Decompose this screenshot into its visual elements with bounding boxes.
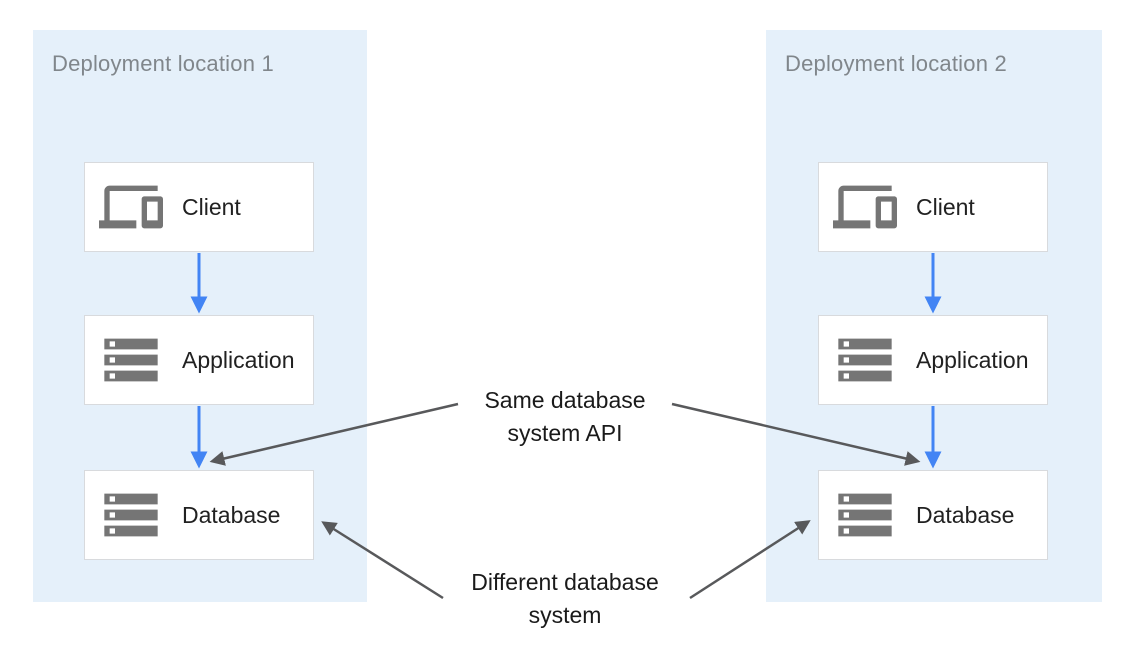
node-label: Application [182,346,295,373]
node-label: Client [916,193,975,220]
storage-icon [833,483,897,547]
panel-title-2: Deployment location 2 [785,51,1007,76]
application-node-2: Application [818,315,1048,405]
node-label: Client [182,193,241,220]
node-label: Application [916,346,1029,373]
storage-icon [833,328,897,392]
devices-icon [833,175,897,239]
node-label: Database [182,501,281,528]
node-label: Database [916,501,1015,528]
panel-title-1: Deployment location 1 [52,51,274,76]
annotation-different-system: Different database system [445,566,685,632]
storage-icon [99,328,163,392]
client-node-2: Client [818,162,1048,252]
database-node-2: Database [818,470,1048,560]
annotation-line: Same database [484,387,646,413]
application-node-1: Application [84,315,314,405]
client-node-1: Client [84,162,314,252]
annotation-line: system [528,602,602,628]
devices-icon [99,175,163,239]
database-node-1: Database [84,470,314,560]
annotation-same-api: Same database system API [445,384,685,450]
storage-icon [99,483,163,547]
annotation-line: Different database [471,569,659,595]
annotation-line: system API [507,420,623,446]
